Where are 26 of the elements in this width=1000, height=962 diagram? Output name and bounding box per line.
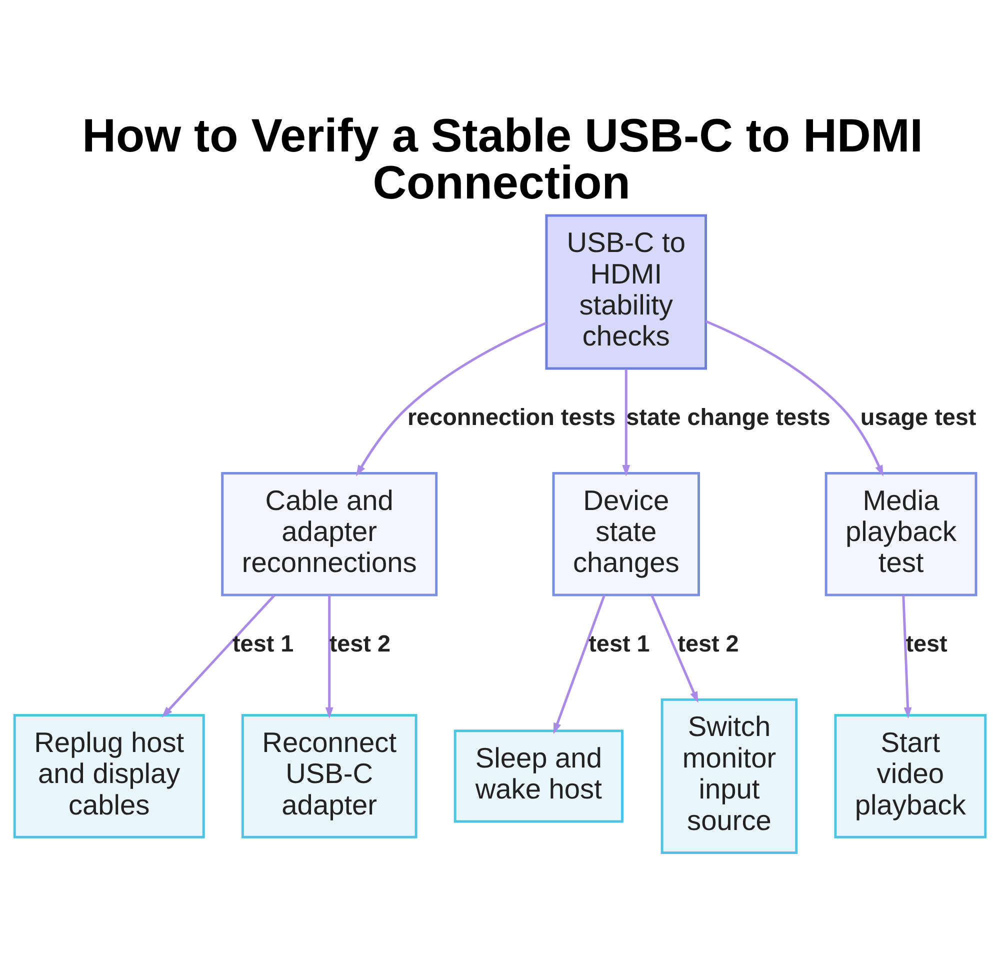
arrow	[162, 594, 276, 718]
edge-label: test 2	[678, 630, 739, 656]
node-box: Switch monitor input source	[660, 698, 798, 854]
diagram-title: How to Verify a Stable USB-C to HDMI Connection	[82, 109, 923, 208]
edge-label: test 1	[232, 630, 294, 656]
edge-label: state change tests	[626, 404, 830, 430]
edge-label: reconnection tests	[407, 404, 616, 430]
arrow	[356, 322, 547, 476]
arrow	[622, 369, 630, 476]
node-box: USB-C to HDMI stability checks	[545, 214, 708, 370]
arrow	[705, 320, 884, 477]
node-box: Replug host and display cables	[13, 714, 205, 838]
node-box: Reconnect USB-C adapter	[241, 714, 418, 838]
edge-label: test	[906, 630, 948, 656]
arrow	[325, 595, 334, 719]
node-box: Cable and adapter reconnections	[221, 472, 438, 596]
arrow	[902, 595, 912, 719]
arrow	[553, 594, 606, 734]
arrow	[650, 594, 698, 703]
edge-label: test 1	[588, 630, 650, 656]
node-box: Sleep and wake host	[454, 730, 624, 823]
node-box: Media playback test	[824, 472, 978, 596]
node-box: Start video playback	[834, 714, 987, 838]
node-box: Device state changes	[552, 472, 700, 596]
edge-label: test 2	[329, 630, 391, 656]
edge-label: usage test	[860, 404, 976, 430]
